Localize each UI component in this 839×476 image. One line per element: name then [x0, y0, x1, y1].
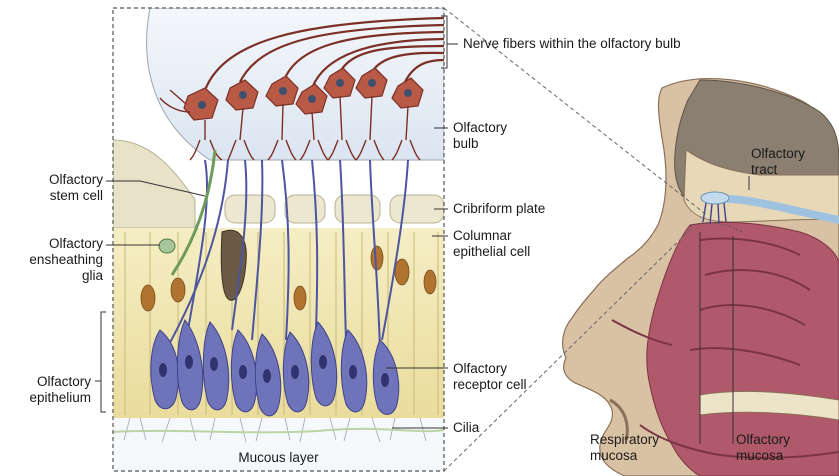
label-columnar-epithelial-cell: Columnar epithelial cell — [453, 228, 530, 260]
label-olfactory-ensheathing-glia: Olfactory ensheathing glia — [0, 236, 103, 284]
label-olfactory-stem-cell: Olfactory stem cell — [0, 172, 103, 204]
label-cilia: Cilia — [453, 420, 479, 436]
label-olfactory-epithelium: Olfactory epithelium — [0, 374, 91, 406]
inset-panel — [113, 8, 444, 471]
label-mucous-layer: Mucous layer — [113, 450, 444, 466]
label-cribriform-plate: Cribriform plate — [453, 201, 545, 217]
label-olfactory-mucosa: Olfactory mucosa — [736, 432, 790, 464]
label-olfactory-bulb: Olfactory bulb — [453, 120, 507, 152]
ensheathing-glia-cell — [159, 239, 175, 253]
label-nerve-fibers: Nerve fibers within the olfactory bulb — [463, 36, 681, 52]
head-cross-section — [563, 79, 839, 476]
label-respiratory-mucosa: Respiratory mucosa — [590, 432, 659, 464]
label-olfactory-receptor-cell: Olfactory receptor cell — [453, 361, 527, 393]
label-olfactory-tract: Olfactory tract — [751, 146, 805, 178]
